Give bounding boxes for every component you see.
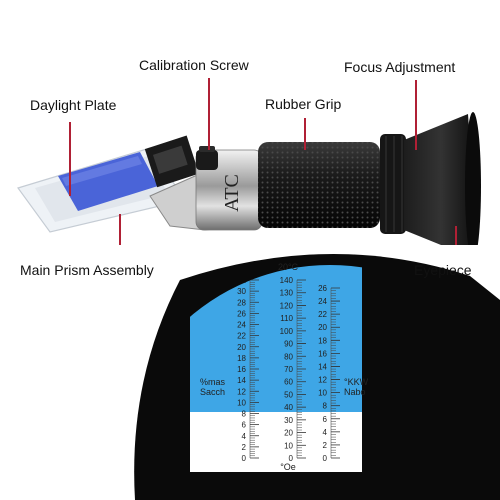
center-scale-tick-label: 50: [284, 390, 293, 399]
label-daylight-plate: Daylight Plate: [30, 97, 117, 113]
refractometer: ATC: [17, 112, 481, 260]
left-scale-label-line2: Sacch: [200, 387, 225, 397]
center-scale-tick-label: 20: [284, 429, 293, 438]
center-scale-tick-label: 30: [284, 416, 293, 425]
eyepiece-scale-view: 0246810121416182022242628303201020304050…: [0, 245, 500, 500]
right-scale-tick-label: 10: [318, 389, 327, 398]
right-scale-tick-label: 18: [318, 336, 327, 345]
left-scale-tick-label: 28: [237, 298, 246, 307]
left-scale-tick-label: 26: [237, 309, 246, 318]
right-scale-tick-label: 0: [323, 454, 328, 463]
center-scale-tick-label: 0: [289, 454, 294, 463]
center-scale-tick-label: 40: [284, 403, 293, 412]
right-scale-tick-label: 20: [318, 323, 327, 332]
center-scale-tick-label: 80: [284, 352, 293, 361]
label-focus-adjustment: Focus Adjustment: [344, 59, 456, 75]
left-scale-tick-label: 2: [242, 443, 247, 452]
left-scale-tick-label: 4: [242, 432, 247, 441]
left-scale-tick-label: 22: [237, 332, 246, 341]
center-scale-tick-label: 130: [280, 289, 294, 298]
label-eyepiece: Eyepiece: [414, 262, 472, 278]
left-scale-label-line1: %mas: [200, 377, 226, 387]
left-scale-tick-label: 8: [242, 410, 247, 419]
center-scale-tick-label: 60: [284, 378, 293, 387]
right-scale-tick-label: 4: [323, 428, 328, 437]
left-scale-tick-label: 16: [237, 365, 246, 374]
left-scale-tick-label: 24: [237, 321, 246, 330]
label-rubber-grip: Rubber Grip: [265, 96, 342, 112]
center-scale-tick-label: 140: [280, 276, 294, 285]
right-scale-tick-label: 14: [318, 362, 327, 371]
right-scale-label-line2: Nabo: [344, 387, 366, 397]
scale-bottom-label: °Oe: [280, 462, 296, 472]
center-scale-tick-label: 120: [280, 301, 294, 310]
right-scale-tick-label: 26: [318, 284, 327, 293]
label-calibration-screw: Calibration Screw: [139, 57, 249, 73]
scale-top-label: 20°C: [278, 262, 299, 272]
right-scale-label-line1: °KKW: [344, 377, 369, 387]
center-scale-tick-label: 100: [280, 327, 294, 336]
left-scale-tick-label: 20: [237, 343, 246, 352]
atc-marking: ATC: [221, 174, 243, 212]
left-scale-tick-label: 0: [242, 454, 247, 463]
left-scale-tick-label: 30: [237, 287, 246, 296]
calibration-screw: [196, 146, 218, 170]
right-scale-tick-label: 22: [318, 310, 327, 319]
leader-lines: [69, 78, 457, 256]
center-scale-tick-label: 110: [280, 314, 293, 323]
right-scale-tick-label: 6: [323, 415, 328, 424]
left-scale-tick-label: 10: [237, 398, 246, 407]
left-scale-tick-label: 14: [237, 376, 246, 385]
hinge-clip: [144, 135, 200, 188]
eyepiece: [404, 112, 481, 260]
white-field: [190, 412, 362, 472]
left-scale-tick-label: 6: [242, 421, 247, 430]
center-scale-tick-label: 10: [284, 441, 293, 450]
center-scale-tick-label: 70: [284, 365, 293, 374]
left-scale-tick-label: 18: [237, 354, 246, 363]
right-scale-tick-label: 8: [323, 402, 328, 411]
daylight-plate: [17, 147, 186, 233]
right-scale-tick-label: 2: [323, 441, 328, 450]
right-scale-tick-label: 12: [318, 376, 327, 385]
label-main-prism-assembly: Main Prism Assembly: [20, 262, 154, 278]
right-scale-tick-label: 16: [318, 349, 327, 358]
right-scale-tick-label: 24: [318, 297, 327, 306]
left-scale-tick-label: 12: [237, 387, 246, 396]
focus-adjustment-ring: [380, 134, 406, 234]
center-scale-tick-label: 90: [284, 340, 293, 349]
rubber-grip: [258, 142, 380, 228]
